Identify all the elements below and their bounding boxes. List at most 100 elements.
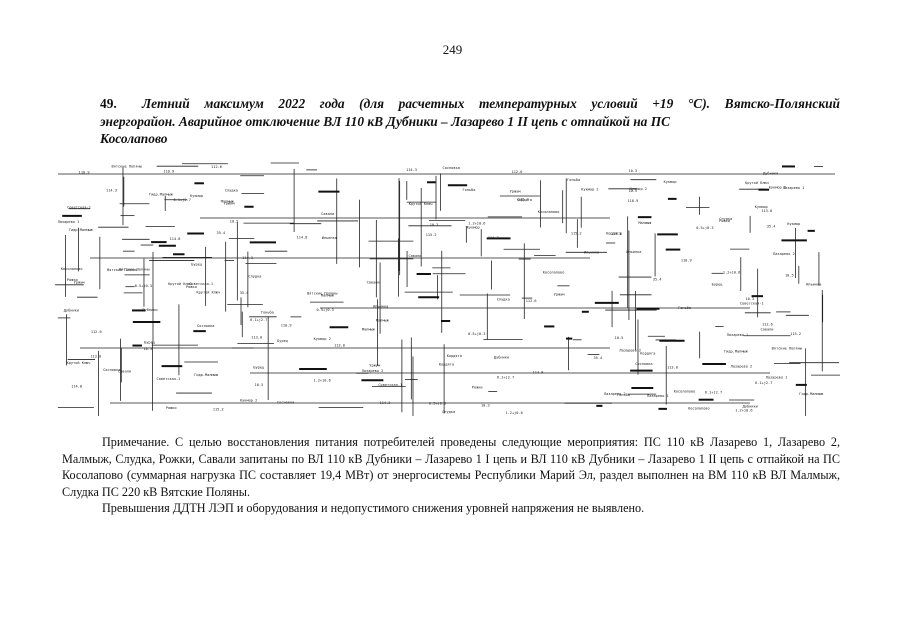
scheme-label: 0.5+j0.3 xyxy=(696,226,713,230)
scheme-label: Уржум xyxy=(369,363,381,367)
scheme-label: 10.3 xyxy=(745,297,754,301)
scheme-label: Уржум xyxy=(74,281,86,285)
scheme-label: Вятские Поляны xyxy=(107,268,137,272)
scheme-label: Слудка xyxy=(442,410,455,414)
scheme-label: 115.2 xyxy=(571,231,582,235)
scheme-label: Сосновка xyxy=(635,362,652,366)
scheme-label: Лазарево 2 xyxy=(731,365,753,369)
scheme-label: Косолапово xyxy=(674,390,696,394)
scheme-label: Косолапово xyxy=(538,210,560,214)
scheme-label: 114.3 xyxy=(106,189,117,193)
network-scheme-diagram: Советская-1КордягаИльинкаГидр.МалмыжБуре… xyxy=(55,162,840,416)
scheme-label: 113.0 xyxy=(334,343,345,347)
scheme-label: Сосновка xyxy=(103,368,120,372)
scheme-label: Уржум xyxy=(554,292,566,296)
scheme-label: Лазарево 1 xyxy=(727,333,749,337)
scheme-label: Кукмор 2 xyxy=(630,187,647,191)
scheme-label: 114.3 xyxy=(380,401,391,405)
scheme-label: Рожки xyxy=(472,385,483,389)
scheme-label: Кордяга xyxy=(606,231,621,235)
scheme-label: Бурец xyxy=(277,339,288,343)
scheme-label: Гидр.Малмыж xyxy=(149,192,174,196)
scheme-label: Лазарево 1 xyxy=(783,186,805,190)
scheme-label: Косолапово xyxy=(61,267,83,271)
scheme-label: 6.1+j2.7 xyxy=(174,198,191,202)
scheme-label: Гидр.Малмыж xyxy=(724,350,749,354)
scheme-label: Лазарево 1 xyxy=(766,376,788,380)
scheme-label: Савали xyxy=(118,369,131,373)
scheme-label: Бурец xyxy=(712,282,723,286)
scheme-label: 113.0 xyxy=(251,336,262,340)
scheme-label: Кукмор 2 xyxy=(240,398,257,402)
scheme-label: 110.9 xyxy=(627,199,638,203)
scheme-label: 35.4 xyxy=(767,225,776,229)
scheme-label: 110.9 xyxy=(79,171,90,175)
scheme-label: 112.6 xyxy=(211,165,222,169)
scheme-label: Советская-1 xyxy=(740,302,764,306)
scheme-label: Бурец xyxy=(144,341,155,345)
scheme-label: 35.4 xyxy=(240,291,249,295)
scheme-label: Кордяга xyxy=(517,198,532,202)
scheme-label: 112.6 xyxy=(762,322,773,326)
scheme-label: 6.1+j2.7 xyxy=(705,390,722,394)
scheme-label: 10.3 xyxy=(628,169,637,173)
scheme-label: Савали xyxy=(760,328,773,332)
scheme-label: Дубники xyxy=(494,355,509,360)
scheme-label: Малмыж xyxy=(362,327,376,331)
scheme-label: Крутой Ключ xyxy=(745,181,769,185)
scheme-label: Малмыж xyxy=(321,293,335,297)
scheme-label: 10.5 xyxy=(628,189,637,193)
scheme-label: Сосновка xyxy=(277,401,294,405)
scheme-label: Сосновка xyxy=(443,166,460,170)
scheme-label: Крутой Ключ xyxy=(196,290,220,294)
scheme-label: Малмыж xyxy=(638,221,652,225)
scheme-label: Косолапово xyxy=(688,407,710,411)
scheme-label: 114.8 xyxy=(611,232,622,236)
scheme-label: Кукмор xyxy=(664,180,677,184)
scheme-label: Уржум xyxy=(510,189,522,193)
scheme-label: Савали xyxy=(408,254,421,258)
scheme-label: Дубники xyxy=(64,308,79,313)
scheme-label: 114.8 xyxy=(170,237,181,241)
scheme-label: Кукмор xyxy=(787,222,800,226)
scheme-label: 114.3 xyxy=(406,168,417,172)
scheme-label: Кукмор 2 xyxy=(314,337,331,341)
scheme-label: Крутой Ключ xyxy=(409,202,433,206)
scheme-label: 114.8 xyxy=(533,371,544,375)
scheme-label: Косолапово xyxy=(543,270,565,274)
scheme-label: 0.5+j0.3 xyxy=(317,308,334,312)
scheme-label: Слудка xyxy=(497,297,510,301)
scheme-label: Савали xyxy=(321,212,334,216)
scheme-label: Гидр.Малмыж xyxy=(69,228,94,232)
scheme-label: Кукмор xyxy=(755,205,768,209)
scheme-label: Лазарево 1 xyxy=(647,394,669,398)
scheme-label: Лазарево 2 xyxy=(604,392,626,396)
scheme-label: Вятские Поляны xyxy=(119,268,149,272)
scheme-label: Гидр.Малмыж xyxy=(194,373,219,377)
scheme-label: Слудка xyxy=(719,217,732,221)
scheme-label: 113.0 xyxy=(90,355,101,359)
scheme-label: Слудка xyxy=(225,188,238,192)
scheme-label: 0.5+j0.3 xyxy=(429,402,446,406)
scheme-label: Гоньба xyxy=(567,177,580,182)
scheme-label: 1.2+j0.6 xyxy=(723,270,740,274)
scheme-label: Крутой Ключ xyxy=(168,282,192,286)
heading-index: 49. xyxy=(100,96,117,111)
scheme-label: Гоньба xyxy=(462,187,475,192)
scheme-label: 35.4 xyxy=(594,356,603,360)
scheme-label: 110.9 xyxy=(163,170,174,174)
scheme-label: 10.3 xyxy=(481,404,490,408)
note-paragraph-2: Превышения ДДТН ЛЭП и оборудования и нед… xyxy=(102,501,645,516)
scheme-label: Гоньба xyxy=(617,392,630,397)
scheme-label: Рожки xyxy=(67,278,78,282)
scheme-label: 1.2+j0.6 xyxy=(735,408,752,412)
note-block: Примечание. С целью восстановления питан… xyxy=(62,434,840,517)
scheme-label: 35.4 xyxy=(217,231,226,235)
scheme-label: Кукмор 2 xyxy=(581,188,598,192)
scheme-label: 10.5 xyxy=(615,336,624,340)
scheme-label: Лазарево 1 xyxy=(58,220,80,224)
scheme-label: 114.8 xyxy=(297,235,308,239)
scheme-label: 113.0 xyxy=(761,209,772,213)
scheme-label: Ильинка xyxy=(584,251,599,255)
scheme-label: 114.8 xyxy=(71,385,82,389)
